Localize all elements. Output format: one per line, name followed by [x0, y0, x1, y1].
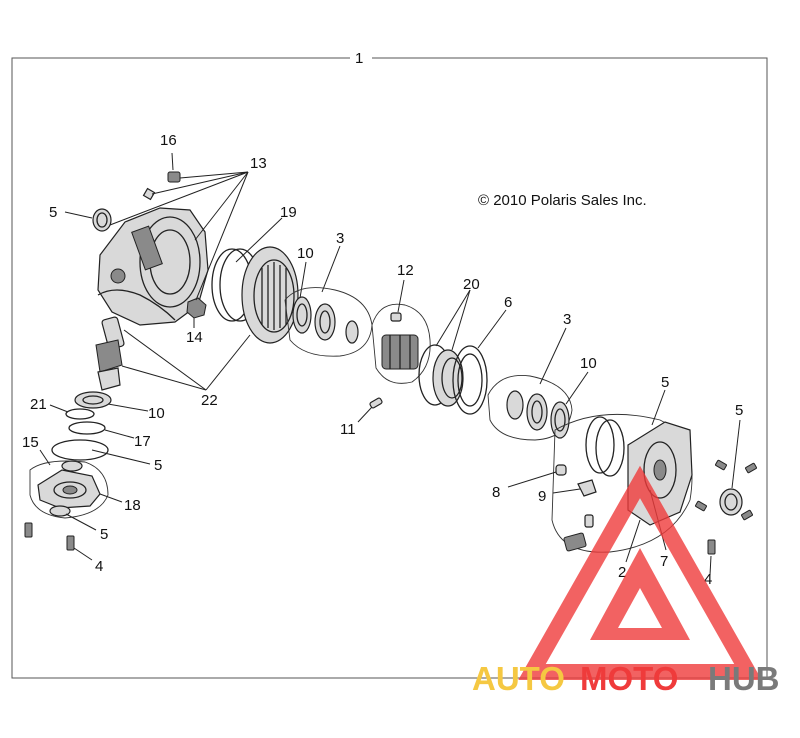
part-10-bearing-a	[292, 261, 312, 334]
part-19-ring-gear	[211, 217, 299, 344]
watermark-logo-triangle	[518, 465, 762, 680]
watermark-wordmark: AUTO MOTO HUB	[472, 660, 780, 697]
part-3-bearing-cluster-a	[284, 245, 373, 357]
part-5-seal-lower	[49, 449, 151, 531]
part-2-connector	[563, 514, 594, 552]
assembly-frame	[11, 57, 768, 679]
copyright-text: © 2010 Polaris Sales Inc.	[478, 192, 647, 209]
callout-6: 6	[504, 294, 512, 311]
callout-5: 5	[100, 526, 108, 543]
callout-labels: 16 13 5 19 10 3 12 20 6 3 10 14 22 21 10…	[22, 132, 743, 588]
callout-14: 14	[186, 329, 203, 346]
callout-3: 3	[336, 230, 344, 247]
callout-8: 8	[492, 484, 500, 501]
callout-10: 10	[148, 405, 165, 422]
part-21-washer	[49, 404, 95, 420]
part-11-pin	[357, 397, 383, 423]
part-10-bearing-b	[550, 371, 589, 439]
part-8-dowel	[507, 464, 567, 488]
callout-22: 22	[201, 392, 218, 409]
gear-case-housing	[97, 207, 209, 326]
watermark-word-hub: HUB	[708, 660, 780, 697]
part-5-seal-right-upper	[651, 389, 666, 426]
callout-7: 7	[660, 553, 668, 570]
part-3-bearing-cluster-b	[487, 327, 573, 441]
assembly-label: 1	[355, 50, 363, 67]
callout-12: 12	[397, 262, 414, 279]
callout-4: 4	[704, 571, 712, 588]
callout-10: 10	[580, 355, 597, 372]
callout-20: 20	[463, 276, 480, 293]
part-22-pinion-shaft	[95, 316, 251, 391]
callout-10: 10	[297, 245, 314, 262]
part-18-leader	[99, 493, 123, 503]
callout-19: 19	[280, 204, 297, 221]
callout-2: 2	[618, 564, 626, 581]
part-10-bearing-c	[74, 391, 149, 412]
callout-5: 5	[735, 402, 743, 419]
watermark-word-auto: AUTO	[472, 660, 565, 697]
callout-16: 16	[160, 132, 177, 149]
part-12-diff-cage	[371, 279, 431, 384]
part-13-leaders	[109, 171, 249, 301]
callout-5: 5	[154, 457, 162, 474]
part-15-bearing-cap	[29, 439, 109, 519]
callout-17: 17	[134, 433, 151, 450]
callout-9: 9	[538, 488, 546, 505]
callout-3: 3	[563, 311, 571, 328]
part-13-fitting	[142, 187, 156, 201]
callout-11: 11	[340, 421, 356, 438]
lower-left-bolts	[24, 522, 93, 561]
callout-18: 18	[124, 497, 141, 514]
part-9-clip	[552, 479, 597, 497]
callout-5: 5	[49, 204, 57, 221]
callout-5: 5	[661, 374, 669, 391]
part-6-coil-plate	[452, 309, 507, 415]
part-2-leader	[625, 519, 641, 563]
part-14-nut	[186, 297, 207, 328]
callout-4: 4	[95, 558, 103, 575]
right-bolts	[695, 459, 757, 576]
part-5-seal-top	[64, 208, 112, 232]
callout-15: 15	[22, 434, 39, 451]
part-5-seal-far-right	[719, 419, 743, 516]
part-17-oring	[68, 421, 135, 439]
part-20-plates	[418, 289, 471, 407]
callout-13: 13	[250, 155, 267, 172]
watermark-word-moto: MOTO	[580, 660, 678, 697]
callout-21: 21	[30, 396, 47, 413]
part-16-breather	[167, 152, 181, 183]
